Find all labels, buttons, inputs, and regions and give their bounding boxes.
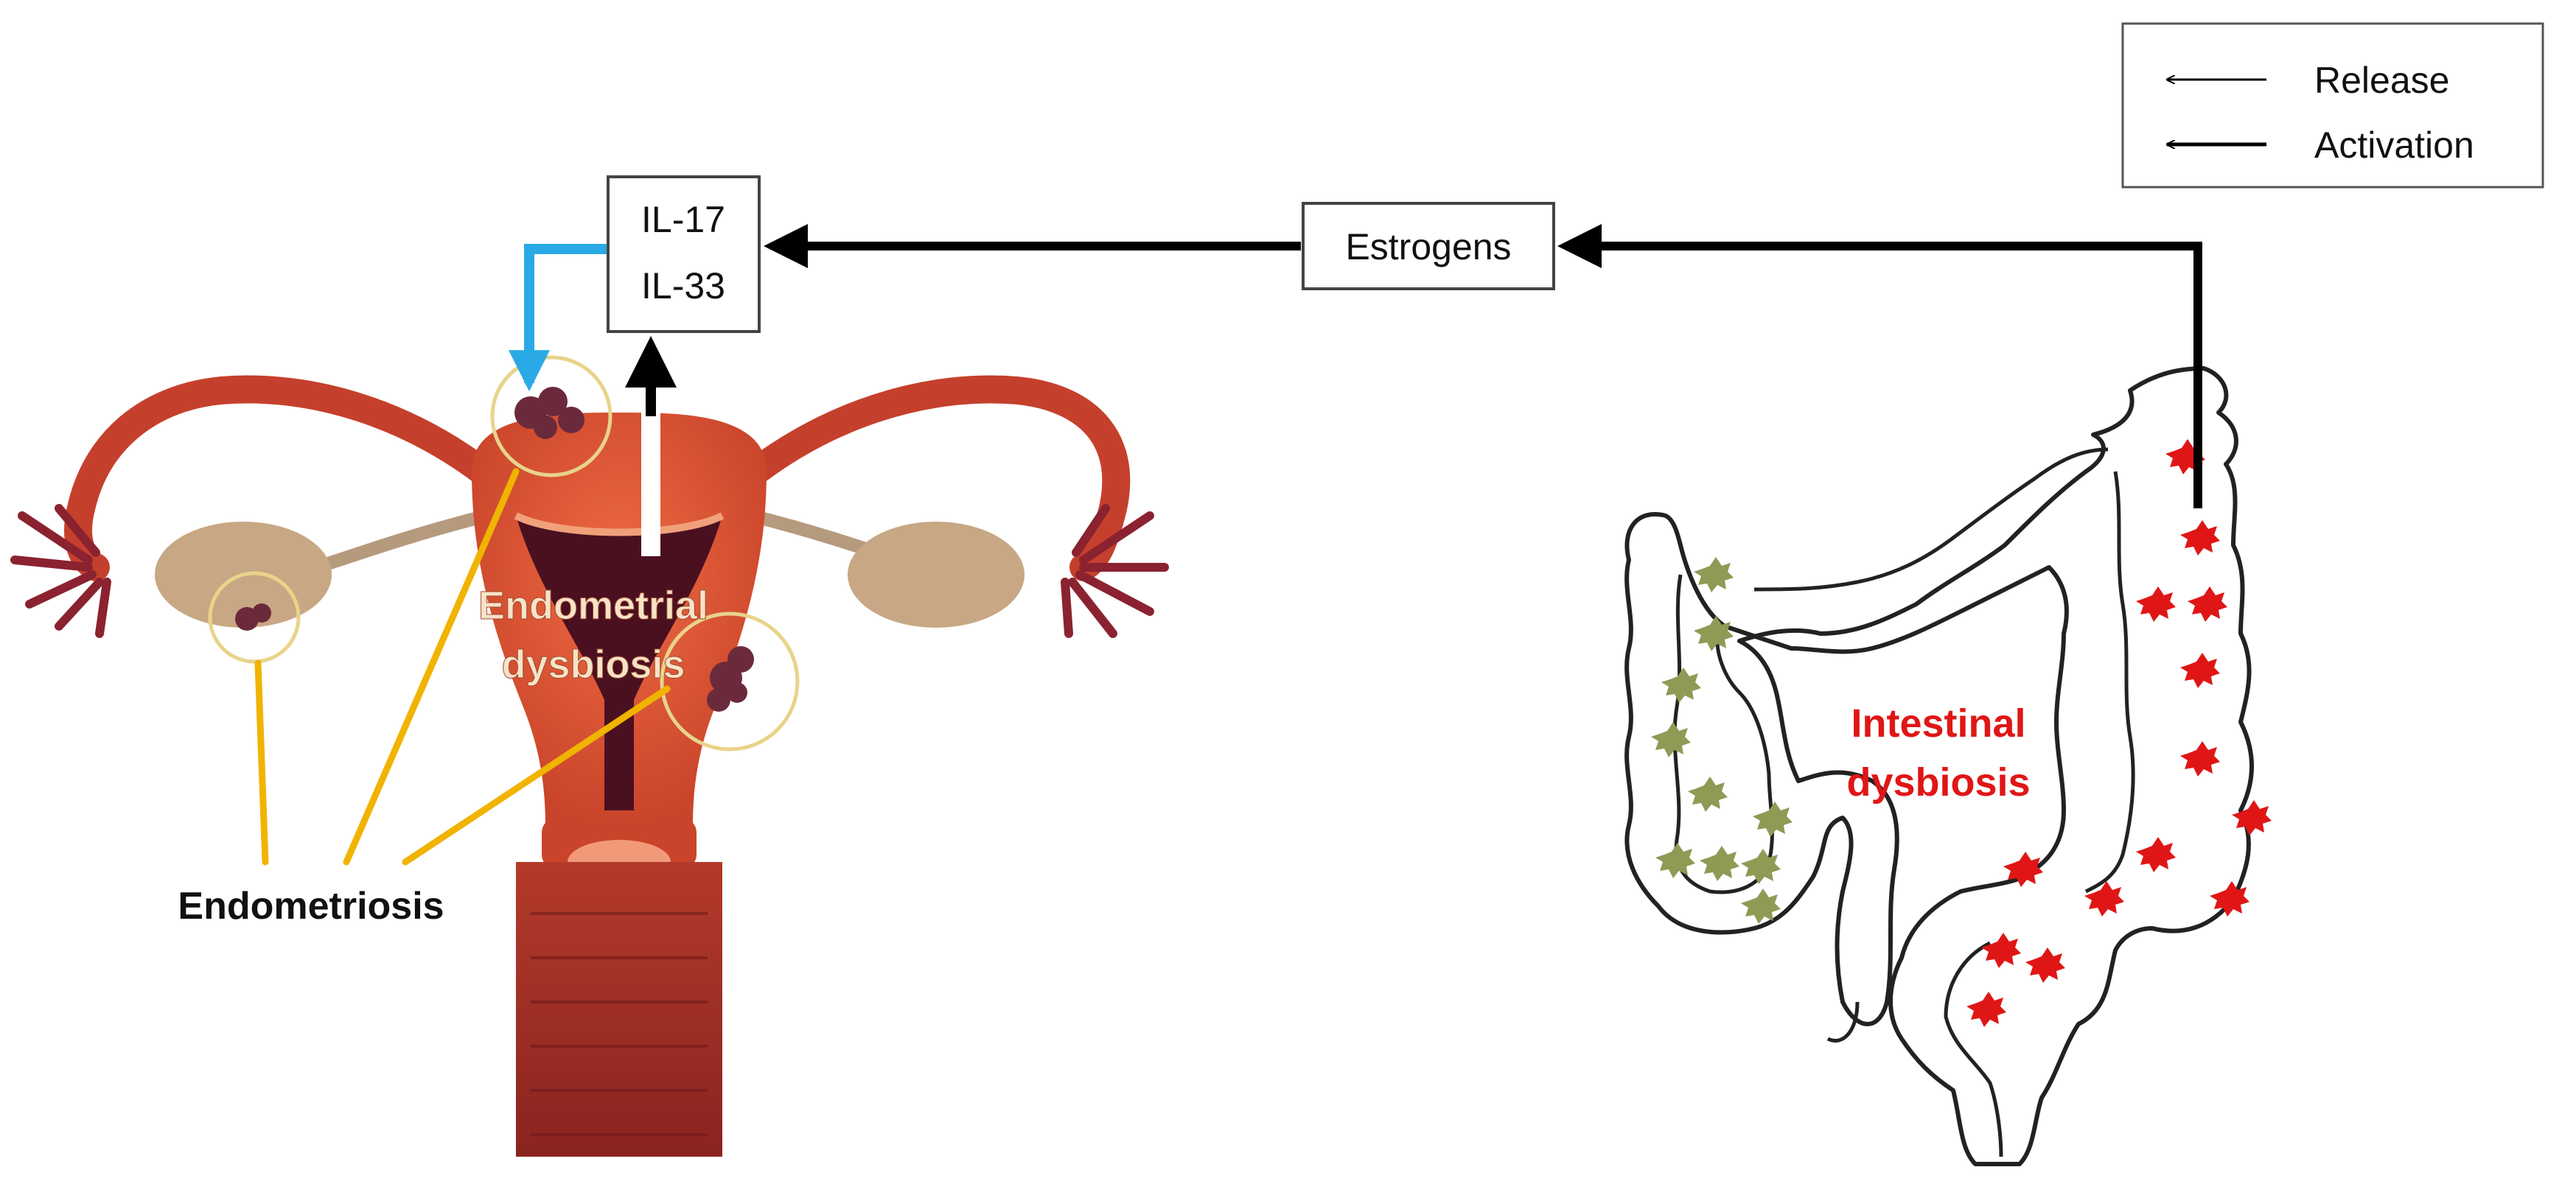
intestinal-dysbiosis-label-line2: dysbiosis: [1846, 760, 2030, 805]
red-bacterium-icon: [2232, 800, 2272, 835]
il33-label: IL-33: [641, 265, 725, 306]
legend: Release Activation: [2121, 22, 2544, 189]
il17-label: IL-17: [641, 199, 725, 240]
lesion-right-uterus: [707, 646, 754, 712]
red-bacteria-group: [1966, 439, 2272, 1027]
right-ovary: [848, 522, 1025, 628]
right-fallopian-tube: [723, 375, 1131, 581]
green-bacterium-icon: [1661, 667, 1701, 703]
green-bacterium-icon: [1700, 846, 1739, 881]
red-bacterium-icon: [2180, 520, 2220, 556]
colon-inner-outline-left: [1672, 574, 1774, 894]
green-bacterium-icon: [1655, 843, 1695, 878]
red-bacterium-icon: [2188, 586, 2227, 622]
red-bacterium-icon: [2025, 947, 2065, 983]
red-bacterium-icon: [2136, 837, 2176, 872]
estrogens-box: Estrogens: [1302, 202, 1555, 290]
endometrial-dysbiosis-label-line1: Endometrial: [478, 584, 708, 628]
red-bacterium-icon: [2084, 881, 2124, 917]
red-bacterium-icon: [2180, 653, 2220, 688]
intestinal-dysbiosis-label-line1: Intestinal: [1851, 701, 2025, 746]
legend-release-label: Release: [2314, 60, 2449, 101]
colon-inner-outline-bottom: [1944, 941, 2003, 1157]
lesion-top: [514, 387, 584, 439]
legend-activation-label: Activation: [2314, 125, 2474, 166]
cytokines-to-lesion-arrow: [509, 244, 608, 392]
vagina: [516, 862, 722, 1157]
red-bacterium-icon: [1981, 933, 2021, 968]
red-bacterium-icon: [2003, 852, 2043, 887]
lesion-left-ovary: [235, 603, 271, 631]
legend-box: [2121, 22, 2544, 189]
highlight-circle-right: [660, 611, 800, 751]
green-bacterium-icon: [1651, 722, 1691, 757]
green-bacteria-group: [1651, 557, 1793, 924]
endometriosis-pointers: [254, 468, 671, 866]
green-bacterium-icon: [1688, 777, 1728, 812]
uterine-cavity: [516, 516, 722, 810]
intestine-to-estrogens-arrow: [1557, 224, 2202, 508]
highlight-circle-left: [208, 571, 301, 664]
green-bacterium-icon: [1741, 889, 1781, 924]
red-bacterium-icon: [2210, 881, 2249, 917]
endometrial-dysbiosis-label-line2: dysbiosis: [501, 642, 685, 687]
red-bacterium-icon: [1966, 992, 2006, 1027]
highlight-circle-top: [490, 355, 612, 477]
green-bacterium-icon: [1753, 802, 1793, 837]
green-bacterium-icon: [1694, 557, 1734, 592]
red-bacterium-icon: [2136, 586, 2176, 622]
estrogens-box-frame: [1302, 202, 1555, 290]
uterus-illustration: [10, 355, 1169, 1157]
red-bacterium-icon: [2180, 741, 2220, 777]
right-fimbriae: [1061, 504, 1169, 638]
green-bacterium-icon: [1741, 849, 1781, 884]
connectors: [509, 224, 2202, 556]
estrogens-label: Estrogens: [1345, 226, 1511, 267]
colon-inner-outline-right: [2084, 471, 2135, 894]
colon-illustration: [1624, 366, 2272, 1166]
left-fimbriae: [10, 504, 111, 638]
cytokine-box: IL-17 IL-33: [607, 175, 761, 333]
endometriosis-label: Endometriosis: [178, 885, 444, 928]
endometrial-signal-bar: [641, 413, 660, 556]
cytokine-box-frame: [607, 175, 761, 333]
colon-inner-outline-top: [1753, 447, 2109, 592]
colon-outer-outline: [1624, 366, 2254, 1166]
green-bacterium-icon: [1694, 616, 1734, 651]
